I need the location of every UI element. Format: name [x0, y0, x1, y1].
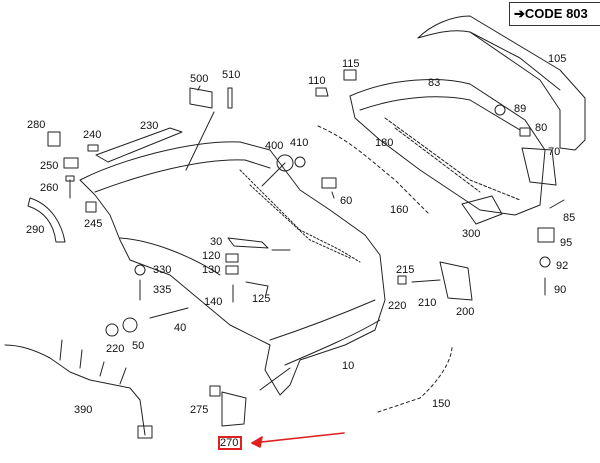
- part-label-50[interactable]: 50: [132, 340, 145, 352]
- arrow-icon: ➔: [514, 6, 525, 21]
- part-label-300[interactable]: 300: [462, 228, 481, 240]
- part-label-510[interactable]: 510: [222, 69, 241, 81]
- part-label-40[interactable]: 40: [174, 322, 187, 334]
- part-label-410[interactable]: 410: [290, 137, 309, 149]
- part-510-clip: [227, 87, 233, 109]
- highlight-box-270: [218, 436, 242, 450]
- part-label-120[interactable]: 120: [202, 250, 221, 262]
- part-260-screw: [65, 175, 75, 199]
- part-89-clip: [494, 104, 506, 116]
- part-label-95[interactable]: 95: [560, 237, 573, 249]
- part-390-harness: [4, 339, 153, 439]
- leader-lines: [185, 85, 335, 391]
- part-label-215[interactable]: 215: [396, 264, 415, 276]
- part-10-bumper-cover: [79, 141, 386, 396]
- part-label-90[interactable]: 90: [554, 284, 567, 296]
- part-label-140[interactable]: 140: [204, 296, 223, 308]
- part-label-220-right[interactable]: 220: [388, 300, 407, 312]
- part-330-nut: [134, 264, 146, 276]
- part-210-bolt: [411, 279, 441, 283]
- part-220-washer: [105, 323, 119, 337]
- part-label-105[interactable]: 105: [548, 53, 567, 65]
- code-label: ➔CODE 803: [509, 2, 600, 26]
- highlight-arrow: [251, 432, 345, 448]
- part-275-clip: [209, 385, 221, 397]
- part-label-130[interactable]: 130: [202, 264, 221, 276]
- part-label-115[interactable]: 115: [342, 58, 360, 70]
- part-125-bracket: [245, 281, 269, 295]
- part-250-bracket: [63, 157, 79, 169]
- part-300-trim: [461, 195, 503, 225]
- part-240-clip: [87, 144, 99, 152]
- part-label-60[interactable]: 60: [340, 195, 353, 207]
- part-label-230[interactable]: 230: [140, 120, 159, 132]
- part-150-strip: [377, 345, 453, 413]
- part-label-160[interactable]: 160: [390, 204, 409, 216]
- part-83-upper-cover: [349, 79, 546, 216]
- part-230-strip: [95, 127, 183, 163]
- part-label-30[interactable]: 30: [210, 236, 223, 248]
- part-40-bolt: [149, 307, 189, 319]
- part-label-500[interactable]: 500: [190, 73, 209, 85]
- part-label-83[interactable]: 83: [428, 77, 441, 89]
- part-label-150[interactable]: 150: [432, 398, 451, 410]
- part-label-240[interactable]: 240: [83, 129, 102, 141]
- part-label-180[interactable]: 180: [375, 137, 394, 149]
- part-label-200[interactable]: 200: [456, 306, 475, 318]
- part-500-cover: [189, 87, 213, 109]
- part-120-clip: [225, 253, 239, 263]
- part-label-330[interactable]: 330: [153, 264, 172, 276]
- part-280-clip: [47, 131, 61, 147]
- part-label-245[interactable]: 245: [84, 218, 103, 230]
- part-label-70[interactable]: 70: [548, 146, 561, 158]
- part-label-250[interactable]: 250: [40, 160, 59, 172]
- part-label-10[interactable]: 10: [342, 360, 355, 372]
- part-270-bracket: [221, 391, 247, 427]
- part-50-grommet: [122, 317, 138, 333]
- part-160-strip: [317, 125, 431, 216]
- part-label-390[interactable]: 390: [74, 404, 93, 416]
- part-label-275[interactable]: 275: [190, 404, 209, 416]
- part-70-cover: [521, 147, 557, 186]
- part-95-bracket: [537, 227, 555, 243]
- part-label-110[interactable]: 110: [308, 75, 326, 87]
- part-410-ring: [294, 156, 306, 168]
- part-label-89[interactable]: 89: [514, 103, 527, 115]
- part-215-clip: [397, 275, 407, 285]
- code-text: CODE 803: [524, 6, 588, 21]
- part-label-210[interactable]: 210: [418, 297, 437, 309]
- part-label-125[interactable]: 125: [252, 293, 271, 305]
- part-200-bracket: [439, 261, 473, 301]
- part-label-270[interactable]: 270: [220, 437, 239, 449]
- part-label-335[interactable]: 335: [153, 284, 172, 296]
- part-label-400[interactable]: 400: [265, 140, 284, 152]
- part-label-85[interactable]: 85: [563, 212, 576, 224]
- part-30-bracket: [227, 237, 269, 249]
- part-label-220-left[interactable]: 220: [106, 343, 125, 355]
- part-105-upper-trim: [417, 15, 586, 151]
- part-245-nut: [85, 201, 97, 213]
- part-label-280[interactable]: 280: [27, 119, 46, 131]
- part-110-clip: [315, 87, 329, 97]
- part-130-clip: [225, 265, 239, 275]
- part-label-80[interactable]: 80: [535, 122, 548, 134]
- part-115-clip: [343, 69, 357, 81]
- part-label-290[interactable]: 290: [26, 224, 45, 236]
- part-400-holder: [276, 154, 294, 172]
- part-85-screw: [549, 199, 565, 209]
- part-290-strip: [27, 197, 66, 243]
- part-label-260[interactable]: 260: [40, 182, 59, 194]
- part-80-clip: [519, 127, 531, 137]
- part-label-92[interactable]: 92: [556, 260, 569, 272]
- part-60-sensor: [321, 177, 337, 189]
- part-92-nut: [539, 256, 551, 268]
